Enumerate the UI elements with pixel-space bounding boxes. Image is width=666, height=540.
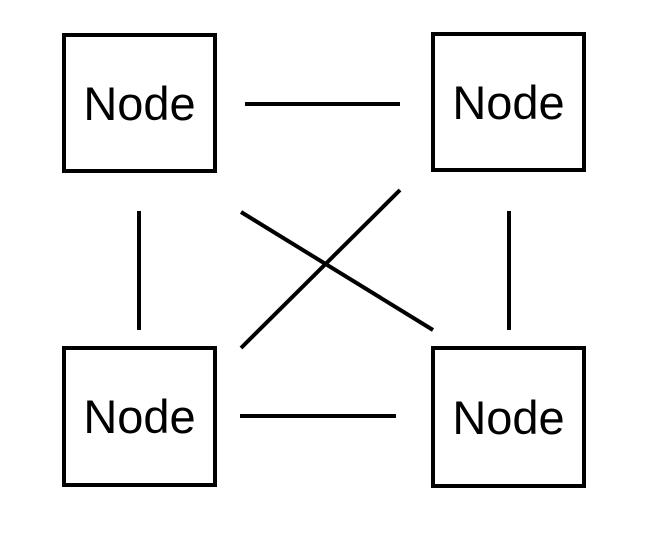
node-bottom-right: Node [431,346,586,488]
node-label: Node [83,390,196,443]
node-top-right: Node [431,32,586,172]
node-label: Node [83,76,196,130]
node-top-left: Node [62,33,217,173]
node-bottom-left: Node [62,346,217,487]
edge-top-left-to-bottom-right [239,210,435,332]
node-label: Node [452,75,565,129]
node-label: Node [452,390,565,444]
edge-bottom-left-to-top-right [239,188,402,350]
